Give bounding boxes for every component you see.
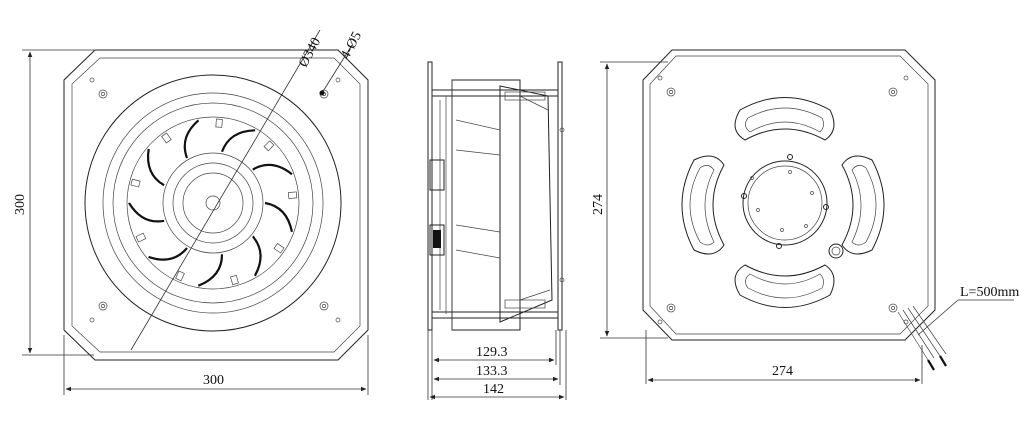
- impeller-blade: [146, 148, 165, 187]
- depth-label-2: 133.3: [476, 364, 508, 379]
- front-view: Ø340 4-Ø5 300 300: [13, 29, 369, 395]
- front-mounting-holes: [89, 77, 341, 323]
- front-inlet-ring: [102, 92, 324, 314]
- front-width-label: 300: [203, 373, 224, 388]
- rear-motor-bolts: [741, 154, 829, 249]
- side-view: 129.3 133.3 142: [427, 61, 567, 400]
- front-hub: [172, 162, 254, 244]
- rear-height-label: 274: [591, 194, 606, 215]
- front-inlet-ring-inner: [112, 102, 314, 304]
- cable-leader-line: [917, 299, 959, 336]
- diameter-label: Ø340: [296, 35, 324, 70]
- rear-width-label: 274: [772, 364, 793, 379]
- impeller-blade: [128, 202, 165, 223]
- rear-housing-outline: [642, 49, 936, 341]
- impeller-blade-tab: [215, 118, 223, 128]
- impeller-blade: [264, 201, 293, 233]
- front-housing-inner: [71, 57, 361, 353]
- holes-leader-line: [321, 44, 353, 94]
- front-hub-outer: [162, 152, 264, 254]
- holes-label: 4-Ø5: [338, 29, 365, 61]
- impeller-blade: [251, 235, 262, 277]
- impeller-blade-tab: [161, 132, 172, 144]
- front-impeller-ring: [126, 116, 300, 290]
- side-mounting-plate: [427, 61, 433, 331]
- rear-cable: [897, 305, 947, 371]
- impeller-blade: [148, 247, 188, 261]
- rear-mounting-holes: [657, 75, 909, 325]
- impeller-blade: [197, 254, 224, 287]
- rear-opening-right: [841, 155, 885, 255]
- rear-housing-inner: [649, 55, 929, 335]
- front-shaft: [205, 195, 221, 211]
- impeller-blade-tab: [130, 178, 141, 188]
- impeller-blade-tab: [230, 274, 239, 286]
- impeller-blade: [220, 129, 256, 153]
- impeller-blade-tab: [263, 140, 275, 152]
- rear-opening-left: [681, 155, 725, 255]
- impeller-blade: [252, 163, 293, 176]
- depth-label-1: 129.3: [476, 345, 508, 360]
- front-outer-ring: [84, 74, 342, 332]
- impeller-blades: [128, 118, 298, 287]
- rear-cable-gland: [828, 243, 844, 259]
- impeller-blade-tab: [273, 242, 285, 254]
- depth-label-3: 142: [483, 382, 504, 397]
- side-motor-housing: [451, 79, 521, 331]
- diameter-leader-line: [130, 29, 321, 351]
- cable-length-label: L=500mm: [960, 285, 1019, 300]
- front-hub-inner: [182, 172, 244, 234]
- front-height-label: 300: [13, 194, 28, 215]
- impeller-blade-tab: [135, 232, 147, 243]
- impeller-blade-tab: [287, 191, 298, 199]
- impeller-blade-tab: [175, 270, 185, 282]
- rear-view: L=500mm 274 274: [591, 49, 1019, 384]
- side-connector: [429, 159, 445, 191]
- front-housing-outline: [63, 49, 369, 361]
- rear-motor-plate: [742, 160, 828, 246]
- side-front-plate: [557, 61, 563, 331]
- side-impeller: [499, 85, 553, 323]
- side-cable-gland: [429, 224, 445, 256]
- rear-opening-top: [734, 97, 835, 141]
- impeller-blade: [183, 119, 200, 159]
- rear-opening-bottom: [734, 264, 835, 308]
